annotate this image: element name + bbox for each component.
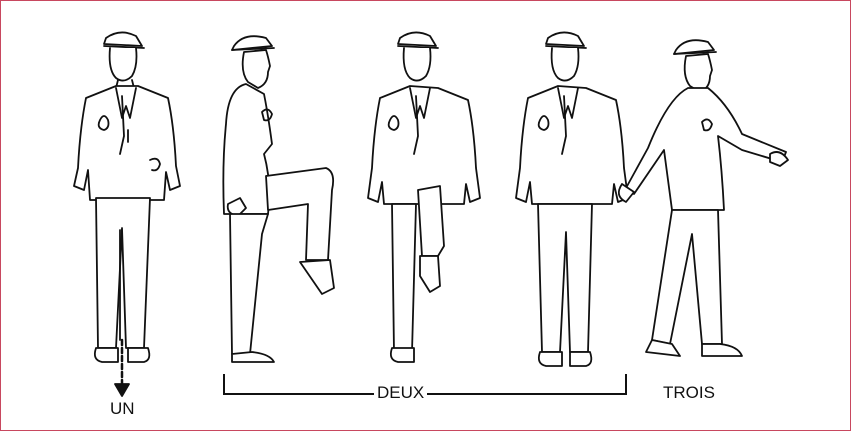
- figure-step-three: [619, 40, 788, 356]
- label-deux: DEUX: [374, 384, 427, 401]
- figure-step-two-side: [223, 36, 334, 362]
- label-un: UN: [110, 400, 135, 417]
- figure-step-one: [74, 32, 180, 396]
- figure-step-two-front: [368, 32, 480, 362]
- label-trois: TROIS: [663, 384, 715, 401]
- figure-step-two-standing: [516, 32, 628, 366]
